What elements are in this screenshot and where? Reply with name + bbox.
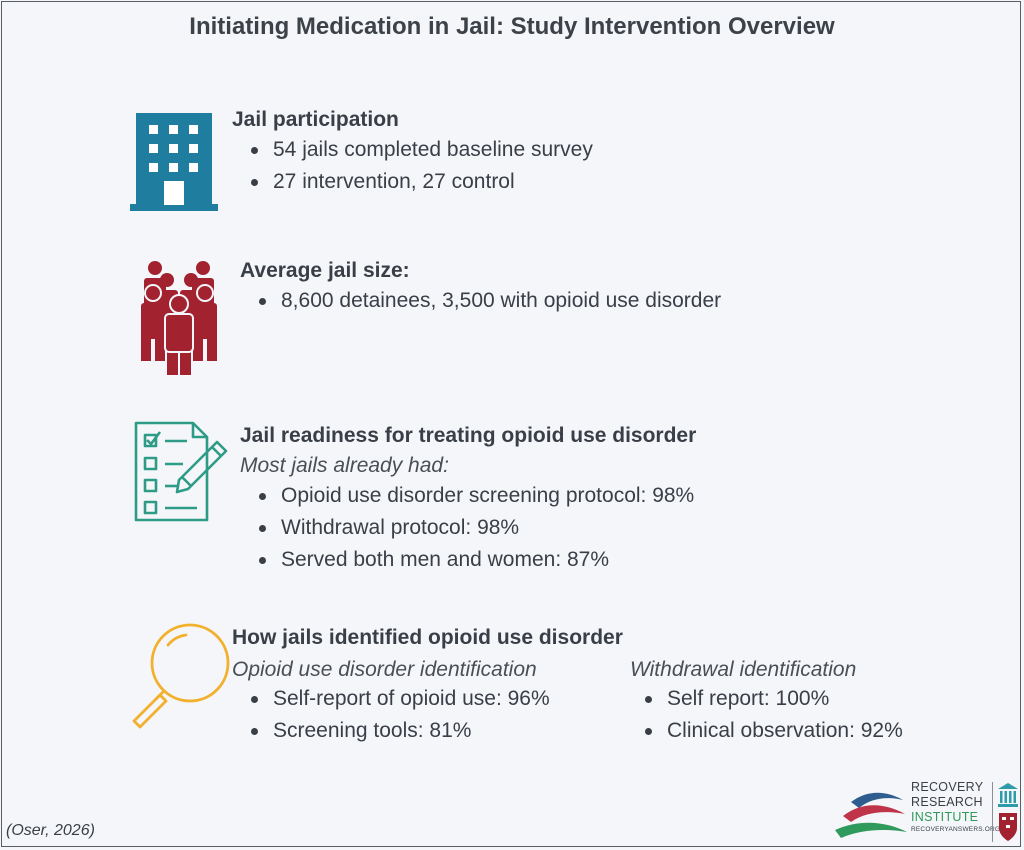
list-item: Screening tools: 81% <box>246 715 550 747</box>
bullet-list: 8,600 detainees, 3,500 with opioid use d… <box>254 285 721 317</box>
section-jail-participation: Jail participation 54 jails completed ba… <box>232 108 593 198</box>
logo-line: INSTITUTE <box>911 810 979 824</box>
list-item: Served both men and women: 87% <box>254 544 696 576</box>
bullet-list: Self-report of opioid use: 96% Screening… <box>246 683 550 747</box>
column-subheading: Withdrawal identification <box>630 658 857 681</box>
section-heading: Average jail size: <box>240 259 410 282</box>
list-item: 54 jails completed baseline survey <box>246 134 593 166</box>
people-group-icon <box>141 261 217 375</box>
bullet-list: 54 jails completed baseline survey 27 in… <box>246 134 593 198</box>
list-item: 27 intervention, 27 control <box>246 166 593 198</box>
list-item: Clinical observation: 92% <box>640 715 903 747</box>
list-item: Withdrawal protocol: 98% <box>254 512 696 544</box>
swoosh-logo-icon <box>835 792 907 838</box>
bullet-list: Self report: 100% Clinical observation: … <box>640 683 903 747</box>
checklist-pencil-icon <box>134 421 228 522</box>
logo-divider <box>992 782 993 842</box>
identification-column-withdrawal: Withdrawal identification Self report: 1… <box>630 658 903 747</box>
section-jail-readiness: Jail readiness for treating opioid use d… <box>240 424 696 576</box>
institution-building-icon <box>998 783 1018 807</box>
logo-url: RECOVERYANSWERS.ORG <box>911 826 1001 833</box>
citation: (Oser, 2026) <box>6 822 95 839</box>
list-item: Self report: 100% <box>640 683 903 715</box>
section-average-jail-size: Average jail size: 8,600 detainees, 3,50… <box>240 259 721 317</box>
logo-line: RESEARCH <box>911 795 983 809</box>
section-subheading: Most jails already had: <box>240 454 449 477</box>
logo-text: RECOVERY RESEARCH INSTITUTE RECOVERYANSW… <box>911 780 1000 835</box>
section-heading: Jail readiness for treating opioid use d… <box>240 424 697 447</box>
logo-line: RECOVERY <box>911 780 984 794</box>
recovery-research-institute-logo[interactable]: RECOVERY RESEARCH INSTITUTE RECOVERYANSW… <box>833 780 1021 846</box>
building-icon <box>130 113 218 211</box>
section-heading: How jails identified opioid use disorder <box>232 626 623 649</box>
list-item: Opioid use disorder screening protocol: … <box>254 480 696 512</box>
shield-icon <box>999 813 1017 841</box>
identification-column-oud: Opioid use disorder identification Self-… <box>232 658 550 747</box>
bullet-list: Opioid use disorder screening protocol: … <box>254 480 696 576</box>
list-item: 8,600 detainees, 3,500 with opioid use d… <box>254 285 721 317</box>
section-identification: How jails identified opioid use disorder… <box>232 626 992 756</box>
column-subheading: Opioid use disorder identification <box>232 658 537 681</box>
page-title: Initiating Medication in Jail: Study Int… <box>189 13 835 40</box>
section-heading: Jail participation <box>232 108 399 131</box>
magnifier-icon <box>132 623 230 729</box>
list-item: Self-report of opioid use: 96% <box>246 683 550 715</box>
